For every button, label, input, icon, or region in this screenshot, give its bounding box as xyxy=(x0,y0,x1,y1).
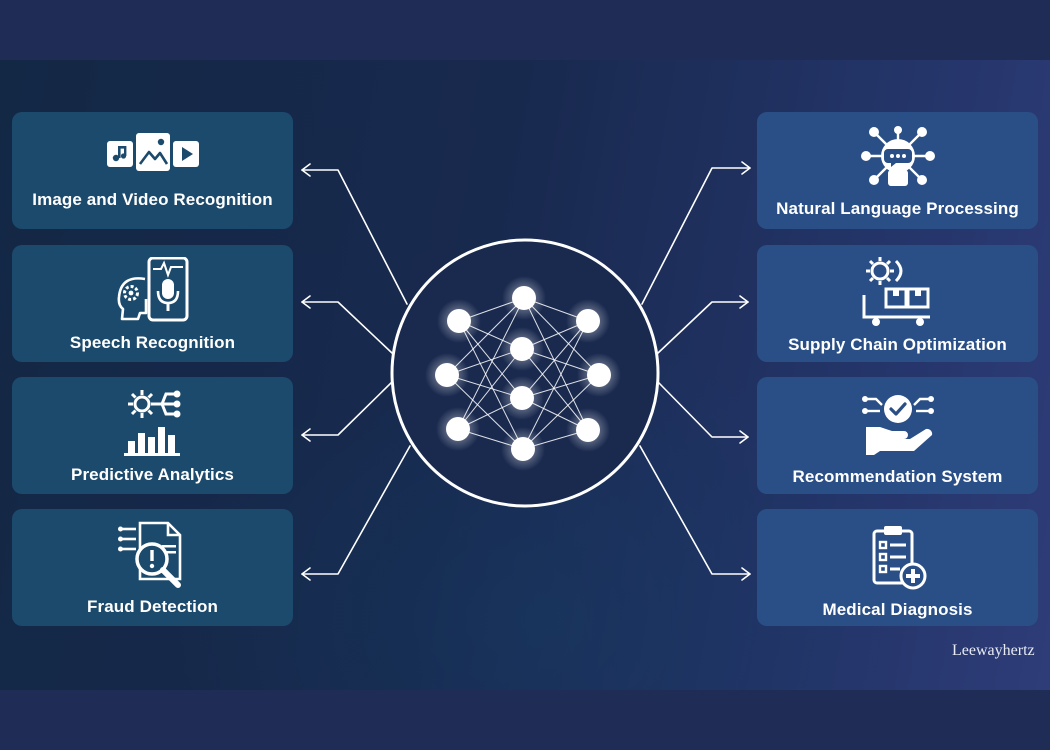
card-label: Medical Diagnosis xyxy=(822,600,973,619)
card-image-video-recognition[interactable]: Image and Video Recognition xyxy=(12,112,293,229)
document-magnifier-alert-icon xyxy=(12,519,293,591)
chat-robot-network-icon xyxy=(757,126,1038,190)
card-fraud-detection[interactable]: Fraud Detection xyxy=(12,509,293,626)
card-supply-chain-optimization[interactable]: Supply Chain Optimization xyxy=(757,245,1038,362)
card-medical-diagnosis[interactable]: Medical Diagnosis xyxy=(757,509,1038,626)
hand-badge-circuit-icon xyxy=(757,391,1038,455)
connector-recommendation xyxy=(657,381,749,444)
connector-speech xyxy=(301,295,393,354)
card-label: Supply Chain Optimization xyxy=(788,335,1007,354)
card-label: Natural Language Processing xyxy=(776,199,1019,218)
clipboard-medical-icon xyxy=(757,525,1038,591)
card-label: Recommendation System xyxy=(792,467,1003,486)
card-recommendation-system[interactable]: Recommendation System xyxy=(757,377,1038,494)
bottom-band xyxy=(0,690,1050,750)
connector-medical xyxy=(639,445,751,581)
media-files-icon xyxy=(12,132,293,174)
connector-predictive xyxy=(301,381,393,442)
card-natural-language-processing[interactable]: Natural Language Processing xyxy=(757,112,1038,229)
brand-watermark: Leewayhertz xyxy=(952,642,1035,659)
card-label: Predictive Analytics xyxy=(71,465,234,484)
voice-mic-head-icon xyxy=(12,257,293,323)
gear-boxes-cart-icon xyxy=(757,255,1038,327)
card-label: Image and Video Recognition xyxy=(32,190,273,209)
connector-fraud xyxy=(301,445,411,581)
top-band xyxy=(0,0,1050,60)
card-label: Speech Recognition xyxy=(69,333,236,352)
card-label: Fraud Detection xyxy=(87,597,218,616)
gear-bar-chart-icon xyxy=(12,387,293,457)
neural-network-icon xyxy=(425,276,621,471)
connector-image-video xyxy=(301,163,408,305)
card-predictive-analytics[interactable]: Predictive Analytics xyxy=(12,377,293,494)
connector-nlp xyxy=(641,161,751,305)
connector-supply xyxy=(657,295,749,354)
card-speech-recognition[interactable]: Speech Recognition xyxy=(12,245,293,362)
